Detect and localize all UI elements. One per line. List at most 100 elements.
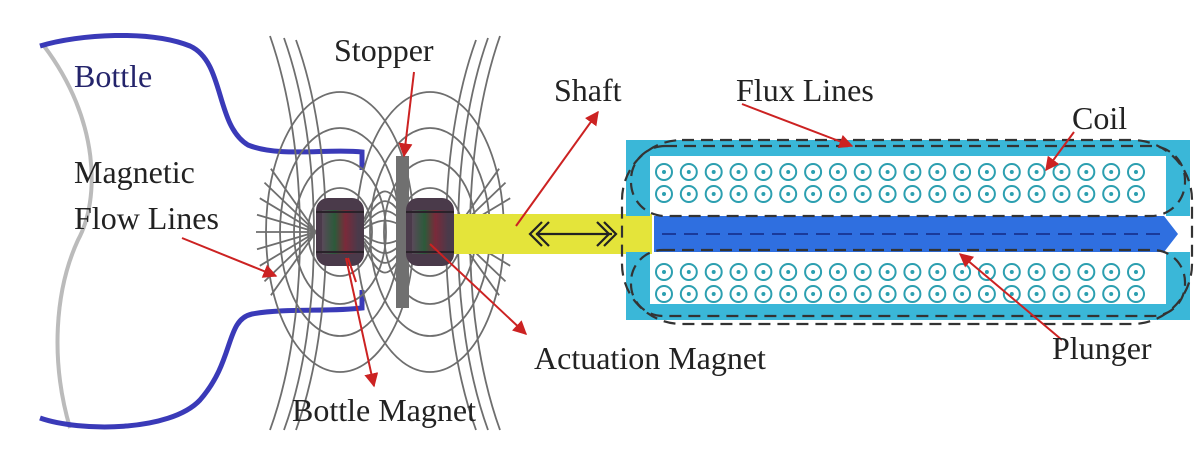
coil-turn-dot [1034, 170, 1039, 174]
coil-turn [1077, 163, 1096, 181]
coil-turn [1002, 285, 1021, 303]
coil-turn [1077, 263, 1096, 281]
coil-turn-dot [736, 170, 741, 174]
label-stopper: Stopper [334, 32, 434, 68]
coil-turn-dot [885, 192, 890, 196]
coil-turn [1102, 185, 1121, 203]
coil-turn-dot [1009, 292, 1014, 296]
label-coil: Coil [1072, 100, 1128, 136]
coil-turn-dot [811, 170, 816, 174]
coil-turn [804, 163, 823, 181]
label-bottle: Bottle [74, 58, 153, 94]
coil-turn-dot [1109, 192, 1114, 196]
coil-turn-dot [1059, 270, 1064, 274]
coil-turn-dot [1084, 192, 1089, 196]
coil-turn-dot [984, 292, 989, 296]
coil-turn [1027, 285, 1046, 303]
bottle-outline-bottom [39, 290, 365, 430]
coil-turn [804, 185, 823, 203]
coil-turn [928, 285, 947, 303]
coil-turn [779, 263, 798, 281]
coil-turn-dot [686, 292, 691, 296]
coil-turn-dot [1034, 270, 1039, 274]
coil-turn [953, 185, 972, 203]
coil-turn [1002, 263, 1021, 281]
coil-turn-dot [935, 192, 940, 196]
coil-turn [1102, 285, 1121, 303]
coil-turn [878, 263, 897, 281]
coil-turn [1077, 185, 1096, 203]
coil-turn [679, 285, 698, 303]
flux-line-loops [620, 138, 1194, 326]
coil-turn-dot [1134, 292, 1138, 296]
coil-turn [1002, 185, 1021, 203]
label-flux-lines: Flux Lines [736, 72, 874, 108]
coil-turn [1127, 263, 1145, 281]
coil-turn [779, 285, 798, 303]
coil-turn-dot [686, 170, 691, 174]
coil-turn [679, 263, 698, 281]
label-flow-lines: Flow Lines [74, 200, 219, 236]
coil-turn-dot [835, 192, 840, 196]
coil-turn-dot [885, 270, 890, 274]
label-shaft: Shaft [554, 72, 622, 108]
coil-turn-dot [960, 170, 965, 174]
coil-turn-dot [860, 292, 865, 296]
coil-turn-dot [935, 270, 940, 274]
coil-turn [679, 185, 698, 203]
coil-turn-dot [761, 170, 766, 174]
coil-turn-dot [935, 292, 940, 296]
coil-turn-dot [736, 292, 741, 296]
coil-turn [828, 263, 847, 281]
coil-turn-dot [1109, 292, 1114, 296]
coil-turn [1102, 163, 1121, 181]
coil-turn-dot [1009, 270, 1014, 274]
coil-turn [655, 285, 673, 303]
coil-turn [754, 185, 773, 203]
coil-turn [853, 263, 872, 281]
coil-turn [977, 163, 996, 181]
coil-turn [1027, 263, 1046, 281]
coil-turn-dot [1009, 170, 1014, 174]
label-magnetic: Magnetic [74, 154, 195, 190]
coil-turn-dot [686, 192, 691, 196]
coil-turn-dot [960, 192, 965, 196]
coil-turn-dot [984, 170, 989, 174]
coil-turn-dot [811, 192, 816, 196]
coil-turn [1002, 163, 1021, 181]
coil-turn-dot [910, 192, 915, 196]
coil-turn-dot [1009, 192, 1014, 196]
coil-turn-dot [811, 270, 816, 274]
coil-turn-dot [885, 170, 890, 174]
coil-turn [754, 163, 773, 181]
coil-turn [878, 163, 897, 181]
coil-turn-dot [835, 170, 840, 174]
coil-turn [828, 163, 847, 181]
coil-turn-dot [885, 292, 890, 296]
coil-turn-dot [984, 192, 989, 196]
coil-turn-dot [1134, 270, 1138, 274]
coil-turn-dot [1109, 170, 1114, 174]
coil-turn-dot [860, 170, 865, 174]
coil-turn [828, 285, 847, 303]
coil-turn-dot [910, 292, 915, 296]
coil-turn-dot [984, 270, 989, 274]
label-bottle-magnet: Bottle Magnet [292, 392, 476, 428]
coil-turn-dot [1034, 292, 1039, 296]
coil-turn-dot [1134, 192, 1138, 196]
coil-turn [977, 263, 996, 281]
double-arrow-icon [528, 221, 618, 247]
actuation-magnet [406, 198, 454, 266]
coil-turn [903, 263, 922, 281]
coil-turn-dot [711, 292, 716, 296]
coil-turn [853, 185, 872, 203]
coil-turn [977, 185, 996, 203]
coil-turn [1127, 185, 1145, 203]
coil-turn-dot [1059, 170, 1064, 174]
coil-turn-dot [1059, 292, 1064, 296]
coil-turn [1052, 263, 1071, 281]
coil-turn [1077, 285, 1096, 303]
coil-turn [655, 163, 673, 181]
coil-turn [1052, 285, 1071, 303]
coil-turn-dot [835, 292, 840, 296]
